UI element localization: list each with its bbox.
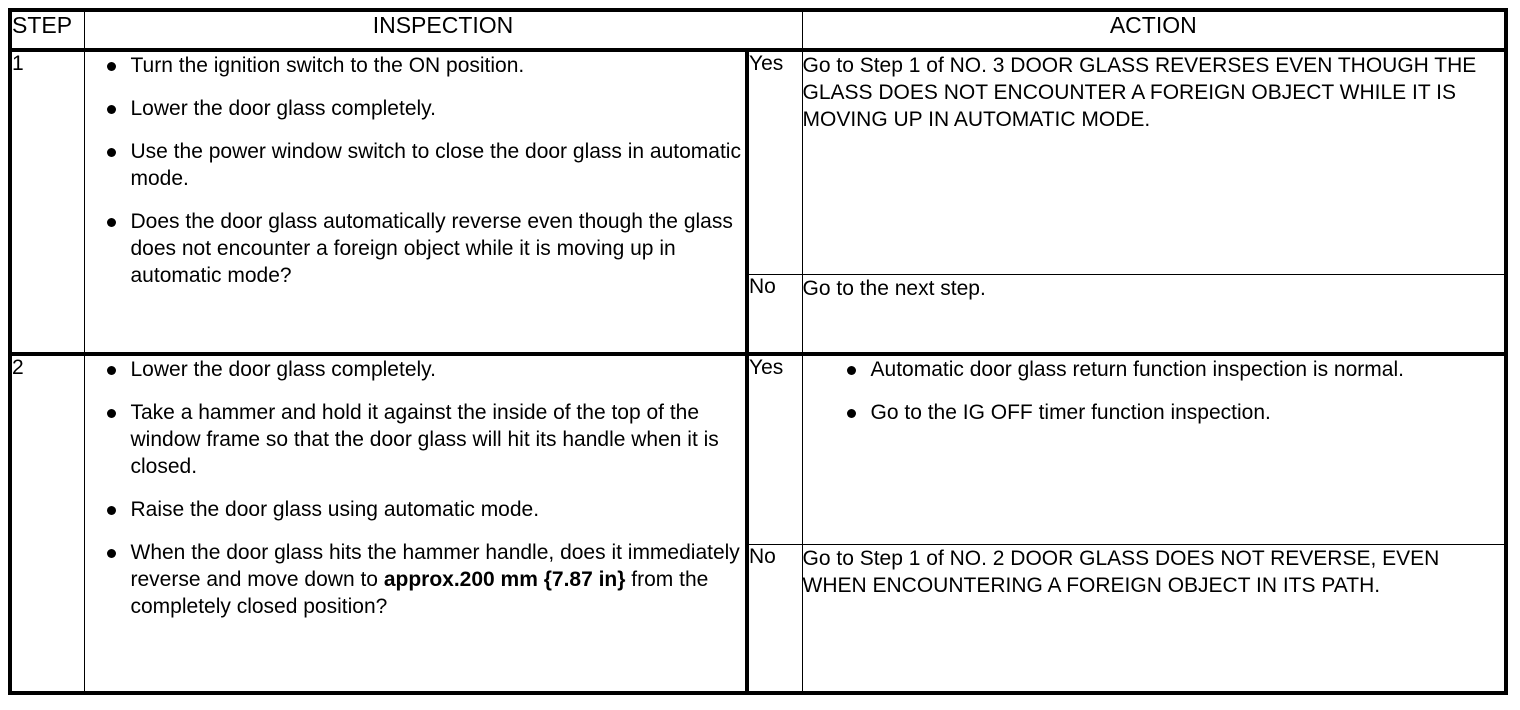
table-row: 1 Turn the ignition switch to the ON pos… xyxy=(9,47,1507,355)
step-number-2: 2 xyxy=(9,352,85,694)
action-cell-step-2-no: Go to Step 1 of NO. 2 DOOR GLASS DOES NO… xyxy=(801,544,1507,694)
answer-label-yes-step-2: Yes xyxy=(744,352,803,546)
inspection-cell-step-2: Lower the door glass completely. Take a … xyxy=(83,352,748,694)
column-header-inspection: INSPECTION xyxy=(83,9,803,51)
action-cell-step-2-yes: Automatic door glass return function ins… xyxy=(801,352,1507,546)
action-cell-step-1-yes: Go to Step 1 of NO. 3 DOOR GLASS REVERSE… xyxy=(801,48,1507,276)
list-item: When the door glass hits the hammer hand… xyxy=(85,539,746,620)
list-item: Automatic door glass return function ins… xyxy=(803,356,1505,383)
answer-label-yes-step-1: Yes xyxy=(744,48,803,276)
action-text: Go to the next step. xyxy=(802,277,986,301)
inspection-bullet-list: Turn the ignition switch to the ON posit… xyxy=(85,52,746,289)
action-cell-step-1-no: Go to the next step. xyxy=(801,274,1507,355)
column-header-action: ACTION xyxy=(801,9,1507,51)
column-header-step: STEP xyxy=(9,9,85,51)
table-row: 2 Lower the door glass completely. Take … xyxy=(9,352,1507,694)
inspection-cell-step-1: Turn the ignition switch to the ON posit… xyxy=(83,47,748,355)
list-item: Does the door glass automatically revers… xyxy=(85,208,746,289)
bullet-tail-text: from the completely closed position? xyxy=(130,568,709,619)
answer-label-no-step-2: No xyxy=(744,544,803,694)
action-text: Go to Step 1 of NO. 3 DOOR GLASS REVERSE… xyxy=(802,54,1477,131)
bullet-lead-text: When the door glass hits the hammer hand… xyxy=(130,541,740,592)
list-item: Lower the door glass completely. xyxy=(85,356,746,383)
diagnostic-table-container: STEP INSPECTION ACTION 1 Turn the igniti… xyxy=(8,8,1509,695)
list-item: Turn the ignition switch to the ON posit… xyxy=(85,52,746,79)
list-item: Go to the IG OFF timer function inspecti… xyxy=(803,399,1505,426)
answer-label-no-step-1: No xyxy=(744,274,803,355)
list-item: Raise the door glass using automatic mod… xyxy=(85,496,746,523)
list-item: Lower the door glass completely. xyxy=(85,95,746,122)
inspection-bullet-list: Lower the door glass completely. Take a … xyxy=(85,356,746,620)
action-text: Go to Step 1 of NO. 2 DOOR GLASS DOES NO… xyxy=(802,547,1440,598)
table-row: No Go to the next step. xyxy=(10,274,1507,355)
table-header-row: STEP INSPECTION ACTION xyxy=(9,9,1507,51)
list-item: Use the power window switch to close the… xyxy=(85,138,746,192)
table-row: No Go to Step 1 of NO. 2 DOOR GLASS DOES… xyxy=(10,544,1507,694)
list-item: Take a hammer and hold it against the in… xyxy=(85,399,746,480)
measurement-value: approx.200 mm {7.87 in} xyxy=(383,568,626,592)
action-bullet-list: Automatic door glass return function ins… xyxy=(803,356,1505,426)
step-number-1: 1 xyxy=(9,47,85,355)
diagnostic-table: STEP INSPECTION ACTION 1 Turn the igniti… xyxy=(8,8,1509,695)
